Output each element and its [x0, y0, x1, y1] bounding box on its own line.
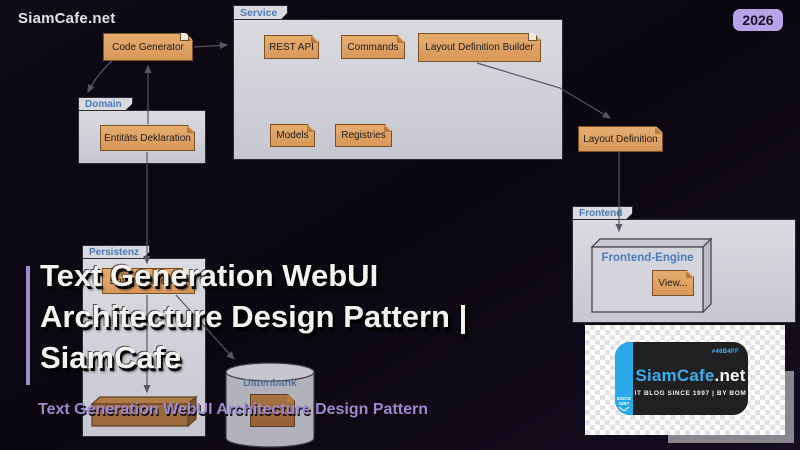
logo-hex-code: #46B4FF: [711, 349, 739, 355]
note-fold-icon: [686, 271, 693, 278]
note-fold-icon: [307, 125, 314, 132]
frontend-engine-node-shape: [590, 237, 713, 314]
brand-name: SiamCafe: [635, 366, 715, 385]
note-label: Entitäts Deklaration: [104, 132, 191, 144]
note-models: Models: [270, 124, 315, 147]
note-label: REST API: [269, 41, 314, 53]
siamcafe-logo: SINCE 1997 #46B4FF SiamCafe.net IT BLOG …: [615, 342, 748, 415]
note-label: Models: [276, 130, 309, 141]
note-commands: Commands: [341, 35, 405, 59]
note-datenbank-inner: [250, 394, 295, 427]
note-registries: Registries: [335, 124, 392, 147]
logo-tagline: IT BLOG SINCE 1997 | BY BOM: [634, 390, 747, 397]
frontend-engine-label: Frontend-Engine: [601, 252, 694, 264]
since-label: SINCE: [616, 396, 632, 401]
note-view: View...: [652, 270, 694, 296]
chevron-down-icon: [618, 407, 630, 412]
title-line-2: Architecture Design Pattern |: [40, 299, 468, 334]
note-label: Registries: [341, 130, 386, 141]
note-fold-icon: [311, 36, 318, 43]
page-subtitle: Text Generation WebUI Architecture Desig…: [38, 401, 429, 418]
since-year: 1997: [618, 401, 630, 406]
note-entitaets-deklaration: Entitäts Deklaration: [100, 125, 195, 151]
brand-tld: .net: [714, 366, 746, 385]
watermark-text: SiamCafe.net: [18, 10, 116, 27]
datenbank-label: Datenbank: [243, 377, 297, 389]
note-label: View...: [658, 277, 688, 289]
title-line-3: SiamCafe: [40, 340, 182, 375]
note-fold-icon: [397, 36, 404, 43]
note-label: Commands: [347, 41, 399, 53]
note-label: Layout Definition Builder: [425, 42, 534, 53]
logo-card: SINCE 1997 #46B4FF SiamCafe.net IT BLOG …: [585, 325, 785, 435]
note-entity-framework: Entity Framework: [102, 268, 195, 294]
logo-blue-strip: SINCE 1997: [615, 342, 633, 415]
note-rest-api: REST API: [264, 35, 319, 59]
since-1997-badge: SINCE 1997: [615, 396, 633, 406]
note-fold-icon: [287, 395, 294, 402]
logo-brand-text: SiamCafe.net: [633, 366, 748, 386]
note-label: Entity Framework: [109, 275, 188, 287]
note-fold-icon: [655, 127, 662, 134]
note-layout-definition-builder: Layout Definition Builder: [418, 33, 541, 62]
note-fold-icon: [187, 126, 194, 133]
note-code-generator: Code Generator: [103, 33, 193, 61]
persistenz-node-shape: [90, 395, 198, 428]
title-accent-bar: [26, 266, 30, 385]
page-title: Text Generation WebUI Architecture Desig…: [40, 255, 600, 378]
year-badge: 2026: [733, 9, 783, 31]
note-layout-definition: Layout Definition: [578, 126, 663, 152]
note-label: Code Generator: [112, 41, 184, 53]
title-line-1: Text Generation WebUI: [40, 258, 379, 293]
note-label: Layout Definition: [583, 133, 658, 145]
note-fold-icon: [384, 125, 391, 132]
connector-lines: [87, 41, 623, 394]
